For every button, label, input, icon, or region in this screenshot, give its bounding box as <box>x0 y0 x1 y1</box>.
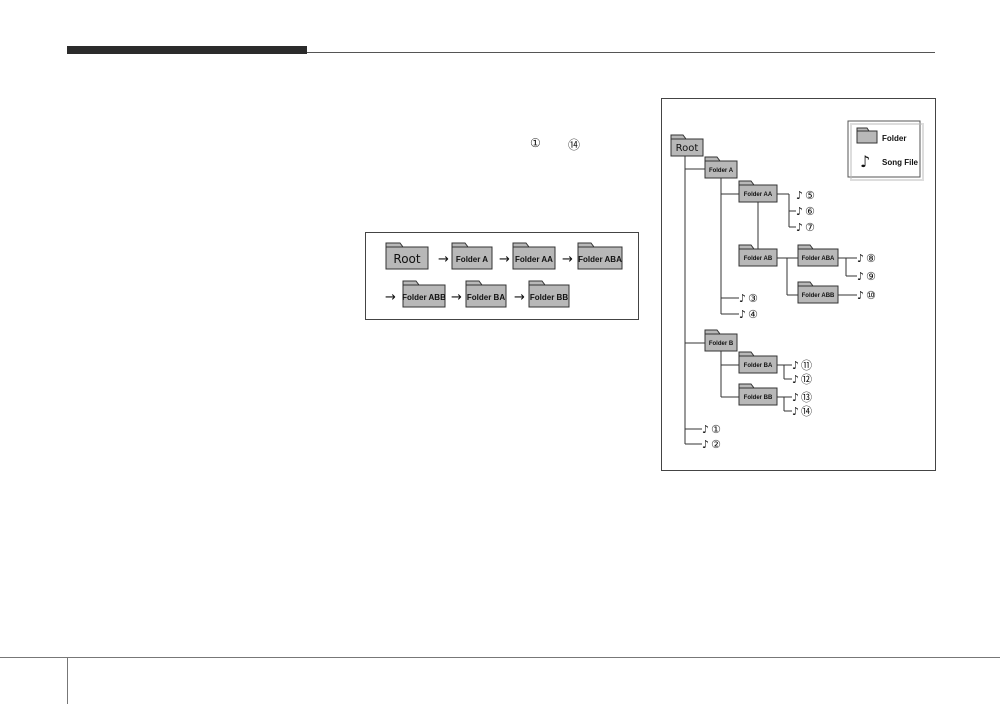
tree-folder-abb-label: Folder ABB <box>802 293 835 299</box>
song-4: ④ <box>748 308 758 321</box>
order-folder-abb: Folder ABB <box>402 280 446 308</box>
order-folder-aa: Folder AA <box>512 242 556 270</box>
legend-folder-label: Folder <box>882 134 906 143</box>
legend-song-label: Song File <box>882 158 919 167</box>
tree-folder-aba-label: Folder ABA <box>802 256 835 262</box>
order-folder-aba-label: Folder ABA <box>578 255 622 264</box>
order-folder-bb-label: Folder BB <box>530 293 568 302</box>
tree-song-files: ♪ ⑤ ♪ ⑥ ♪ ⑦ ♪ ⑧ ♪ ⑨ ♪ ⑩ ♪ ③ ♪ ④ ♪ ⑪ ♪ ⑫ … <box>702 189 876 451</box>
song-11: ⑪ <box>801 359 812 372</box>
song-5: ⑤ <box>805 189 815 202</box>
order-folder-aba: Folder ABA <box>577 242 623 270</box>
song-note-icon: ♪ <box>739 308 746 321</box>
order-arrow-icon: → <box>514 290 525 305</box>
song-1: ① <box>711 423 721 436</box>
folder-tree-box: Folder ♪ Song File Root Folder A Folder … <box>661 98 936 471</box>
order-arrow-icon: → <box>438 252 449 267</box>
song-8: ⑧ <box>866 252 876 265</box>
song-note-icon: ♪ <box>857 289 864 302</box>
tree-folder-b: Folder B <box>704 329 738 352</box>
song-note-icon: ♪ <box>702 423 709 436</box>
order-folder-bb: Folder BB <box>528 280 570 308</box>
tree-folder-ba-label: Folder BA <box>744 363 773 369</box>
tree-legend: Folder ♪ Song File <box>847 120 924 181</box>
header-rule <box>307 52 935 53</box>
song-12: ⑫ <box>801 373 812 386</box>
order-folder-a: Folder A <box>451 242 493 270</box>
song-9: ⑨ <box>866 270 876 283</box>
order-folder-ba-label: Folder BA <box>467 293 505 302</box>
song-note-icon: ♪ <box>857 252 864 265</box>
song-7: ⑦ <box>805 221 815 234</box>
tree-folder-abb: Folder ABB <box>797 281 839 304</box>
order-arrow-icon: → <box>499 252 510 267</box>
song-10: ⑩ <box>866 289 876 302</box>
tree-folder-aba: Folder ABA <box>797 244 839 267</box>
tree-folder-ba: Folder BA <box>738 351 778 374</box>
order-root-label: Root <box>393 252 420 266</box>
tree-folder-ab-label: Folder AB <box>744 256 773 262</box>
order-arrow-icon: → <box>562 252 573 267</box>
order-root-folder: Root <box>385 242 429 270</box>
song-note-icon: ♪ <box>857 270 864 283</box>
song-13: ⑬ <box>801 391 812 404</box>
first-file-number: ① <box>530 136 541 150</box>
song-note-icon: ♪ <box>796 221 803 234</box>
legend-music-note-icon: ♪ <box>860 152 870 171</box>
order-arrow-icon: → <box>451 290 462 305</box>
song-2: ② <box>711 438 721 451</box>
playback-order-diagram: Root → Folder A → Folder AA → Folder ABA… <box>385 242 623 308</box>
folder-tree-diagram: Folder ♪ Song File Root Folder A Folder … <box>670 120 924 451</box>
song-note-icon: ♪ <box>792 373 799 386</box>
playback-order-box: Root → Folder A → Folder AA → Folder ABA… <box>365 232 639 320</box>
tree-root-label: Root <box>676 143 699 154</box>
tree-folder-bb: Folder BB <box>738 383 778 406</box>
order-folder-aa-label: Folder AA <box>515 255 553 264</box>
song-14: ⑭ <box>801 405 812 418</box>
tree-root-folder: Root <box>670 134 704 157</box>
tree-folder-bb-label: Folder BB <box>744 395 773 401</box>
tree-folder-aa-label: Folder AA <box>744 192 773 198</box>
song-note-icon: ♪ <box>702 438 709 451</box>
tree-connectors <box>684 156 857 445</box>
tree-folder-a-label: Folder A <box>709 168 734 174</box>
song-note-icon: ♪ <box>796 205 803 218</box>
footer-rule <box>0 657 1000 658</box>
song-3: ③ <box>748 292 758 305</box>
song-note-icon: ♪ <box>792 359 799 372</box>
tree-folder-a: Folder A <box>704 156 738 179</box>
song-note-icon: ♪ <box>796 189 803 202</box>
tree-folder-ab: Folder AB <box>738 244 778 267</box>
song-note-icon: ♪ <box>792 391 799 404</box>
order-folder-a-label: Folder A <box>456 255 488 264</box>
order-folder-abb-label: Folder ABB <box>402 293 446 302</box>
last-file-number: ⑭ <box>568 138 581 152</box>
song-note-icon: ♪ <box>792 405 799 418</box>
order-folder-ba: Folder BA <box>465 280 507 308</box>
legend-folder-icon <box>856 127 878 144</box>
footer-divider <box>67 657 68 704</box>
tree-folder-aa: Folder AA <box>738 180 778 203</box>
header-bar-thick <box>67 46 307 54</box>
tree-folder-b-label: Folder B <box>709 341 734 347</box>
song-6: ⑥ <box>805 205 815 218</box>
song-note-icon: ♪ <box>739 292 746 305</box>
order-arrow-icon: → <box>385 290 396 305</box>
